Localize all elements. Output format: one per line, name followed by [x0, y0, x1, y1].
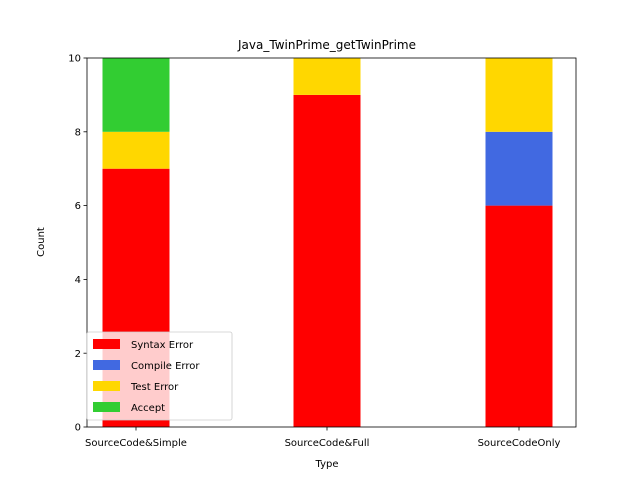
bar-test-error-1 [293, 58, 361, 95]
y-tick-label-5: 10 [68, 54, 81, 65]
chart-title: Java_TwinPrime_getTwinPrime [237, 38, 416, 52]
x-tick-label-2: SourceCodeOnly [478, 438, 561, 449]
y-axis-label: Count [36, 227, 47, 257]
legend-label-3: Accept [131, 403, 165, 414]
y-axis: 0 2 4 6 8 10 [68, 54, 87, 434]
x-axis: SourceCode&Simple SourceCode&Full SourceCo… [85, 427, 561, 449]
x-axis-label: Type [315, 459, 339, 470]
y-tick-label-4: 8 [75, 127, 81, 138]
legend-box [86, 331, 233, 421]
bar-compile-error-2 [485, 131, 553, 206]
plot-frame [86, 57, 577, 428]
y-tick-label-3: 6 [75, 201, 81, 212]
bars-group [102, 58, 553, 428]
x-tick-label-0: SourceCode&Simple [85, 438, 187, 449]
legend-swatch-2 [93, 381, 120, 391]
legend-label-2: Test Error [130, 382, 179, 393]
y-tick-label-0: 0 [75, 423, 81, 434]
bar-test-error-0 [102, 131, 170, 169]
bar-syntax-error-1 [293, 94, 361, 428]
x-tick-label-1: SourceCode&Full [285, 438, 370, 449]
bar-accept-0 [102, 58, 170, 132]
legend-label-0: Syntax Error [131, 340, 194, 351]
legend-swatch-0 [93, 339, 120, 349]
y-tick-label-2: 4 [75, 275, 81, 286]
bar-test-error-2 [485, 58, 553, 132]
legend-swatch-3 [93, 402, 120, 412]
bar-syntax-error-2 [485, 205, 553, 427]
legend-label-1: Compile Error [131, 361, 200, 372]
y-tick-label-1: 2 [75, 349, 81, 360]
legend-swatch-1 [93, 360, 120, 370]
